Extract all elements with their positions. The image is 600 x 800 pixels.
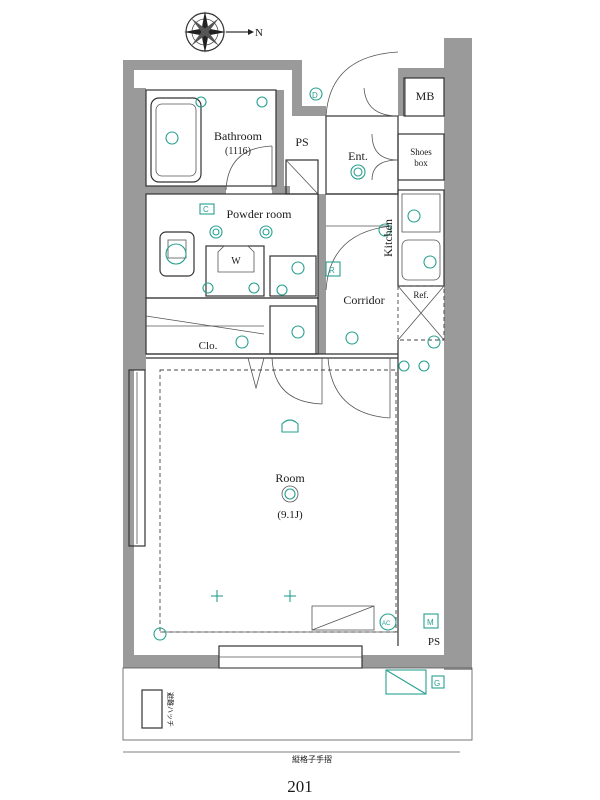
ac-label: AC bbox=[382, 621, 391, 627]
mb-label: MB bbox=[416, 89, 435, 103]
outlet-m-label: M bbox=[427, 618, 434, 627]
entrance-label: Ent. bbox=[348, 149, 368, 163]
room-size: (9.1J) bbox=[277, 509, 303, 521]
washer-label: W bbox=[231, 256, 241, 267]
outlet-g-label: G bbox=[434, 679, 440, 688]
room-label: Room bbox=[275, 471, 305, 485]
bathtub bbox=[150, 97, 202, 183]
outlet-c-label: C bbox=[203, 205, 209, 214]
closet-label: Clo. bbox=[199, 340, 218, 352]
handrail-note: 縦格子手摺 bbox=[292, 754, 332, 764]
bathroom-label: Bathroom bbox=[214, 129, 263, 143]
shoes-box-line1: Shoes bbox=[410, 147, 432, 157]
powder-room-label: Powder room bbox=[227, 207, 293, 221]
unit-number: 201 bbox=[287, 777, 313, 796]
walls bbox=[123, 38, 472, 670]
interior-lines bbox=[122, 51, 473, 753]
compass-north-label: N bbox=[255, 27, 263, 39]
refrigerator-label: Ref. bbox=[413, 290, 428, 300]
outlet-r-label: R bbox=[329, 266, 335, 275]
kitchen-label: Kitchen bbox=[381, 219, 395, 257]
evacuation-hatch-note: 避難ハッチ bbox=[166, 692, 175, 727]
electrical-symbols bbox=[153, 87, 445, 689]
shoes-box-line2: box bbox=[414, 158, 428, 168]
outlet-d-label: D bbox=[312, 91, 318, 100]
ps-bottom-label: PS bbox=[428, 636, 440, 648]
corridor-label: Corridor bbox=[343, 293, 384, 307]
ps-top-label: PS bbox=[295, 135, 308, 149]
bathroom-size: (1116) bbox=[225, 146, 251, 157]
compass-rose-icon bbox=[184, 11, 254, 53]
